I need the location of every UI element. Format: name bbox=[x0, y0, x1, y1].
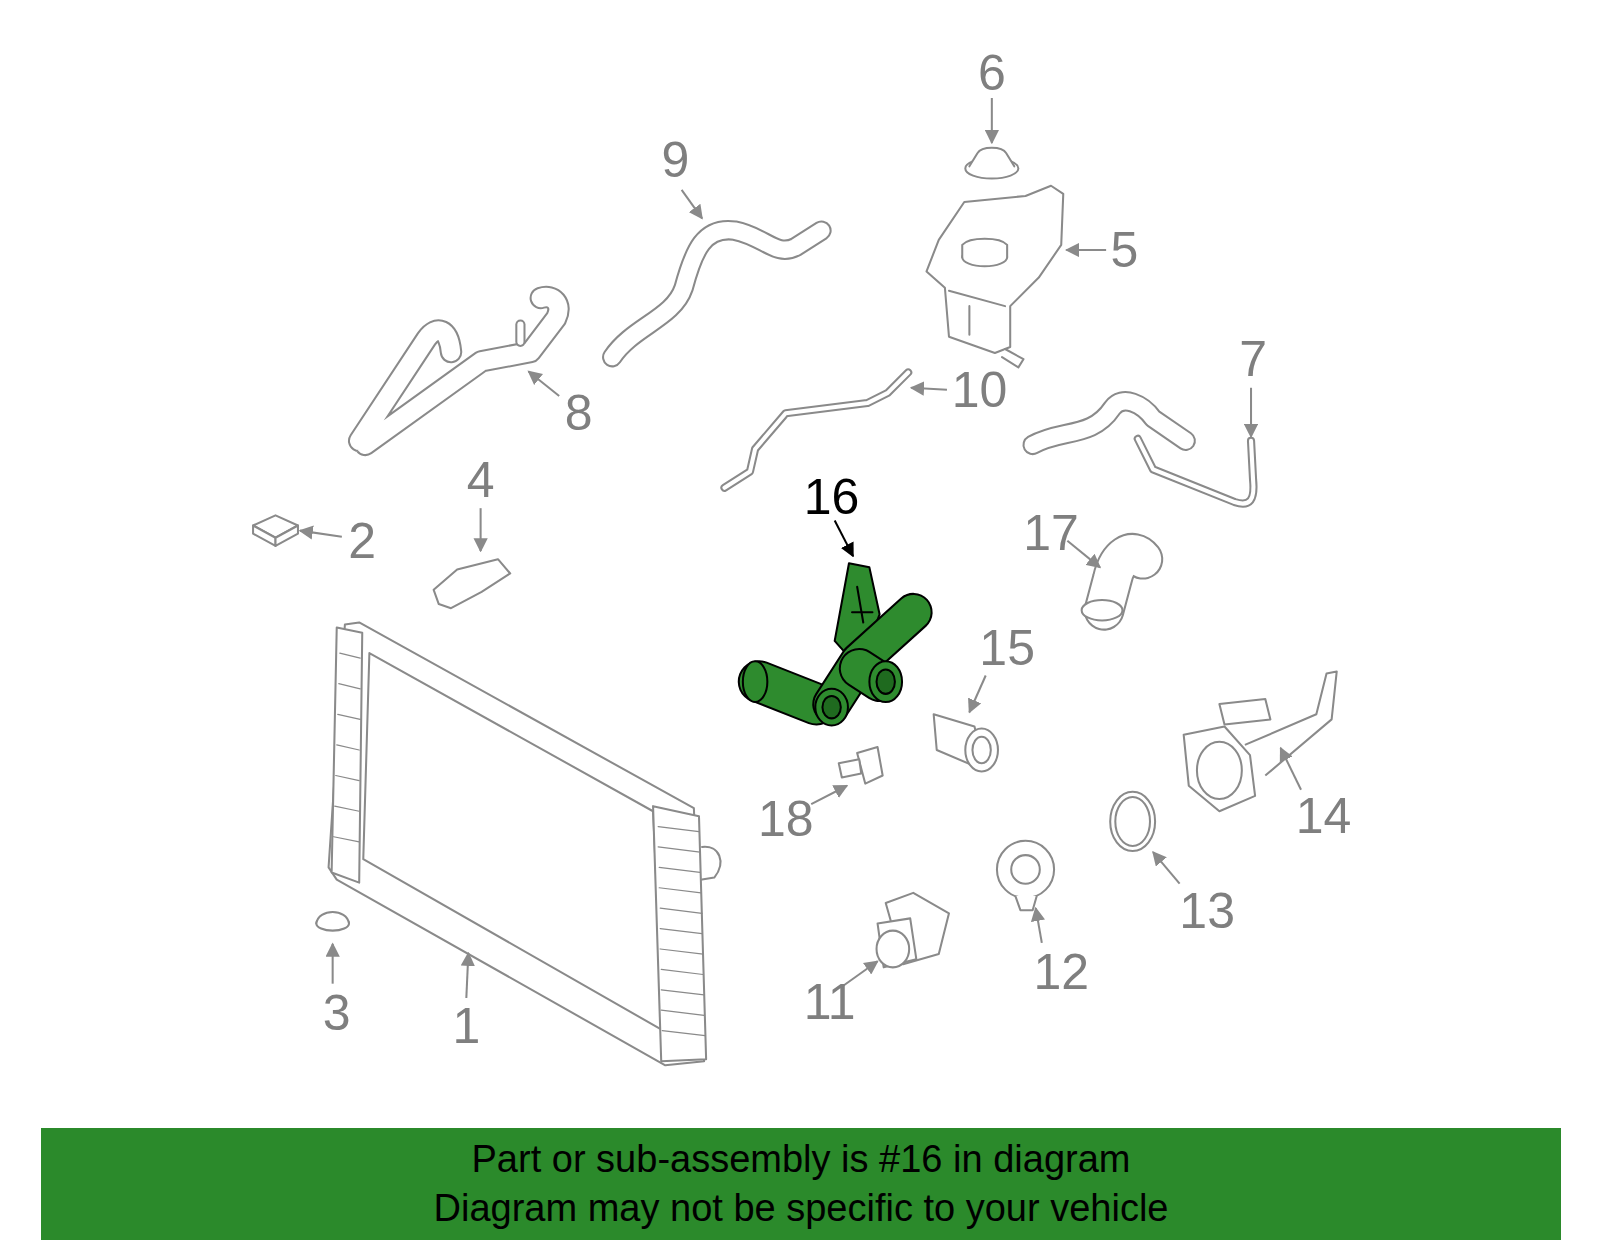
thermostat bbox=[997, 841, 1054, 910]
callout-number: 10 bbox=[952, 365, 1008, 415]
callout-number: 14 bbox=[1296, 791, 1352, 841]
gasket bbox=[1110, 792, 1155, 851]
callout-number: 5 bbox=[1111, 225, 1139, 275]
callout-number: 13 bbox=[1179, 886, 1235, 936]
hose bbox=[359, 297, 558, 445]
drain-plug bbox=[316, 912, 349, 931]
tube bbox=[724, 372, 908, 487]
banner-text: Part or sub-assembly is #16 in diagram bbox=[472, 1135, 1131, 1184]
callout-number: 3 bbox=[323, 988, 351, 1038]
callout-number: 8 bbox=[565, 388, 593, 438]
callout-number: 2 bbox=[348, 516, 376, 566]
bracket bbox=[434, 559, 511, 608]
foam-pad bbox=[253, 515, 298, 546]
hose bbox=[612, 230, 821, 357]
callout-number: 16 bbox=[804, 472, 860, 522]
callout-number: 11 bbox=[804, 977, 856, 1027]
highlighted-coolant-pipe bbox=[743, 563, 913, 725]
callout-number: 7 bbox=[1239, 334, 1267, 384]
banner-text: Diagram may not be specific to your vehi… bbox=[434, 1184, 1169, 1233]
outlet-pipe bbox=[934, 714, 998, 771]
water-outlet bbox=[877, 893, 949, 967]
callout-number: 4 bbox=[467, 455, 495, 505]
callout-number: 18 bbox=[758, 794, 814, 844]
thermostat-housing bbox=[1184, 671, 1337, 811]
callout-number: 15 bbox=[979, 623, 1035, 673]
callout-number: 12 bbox=[1033, 947, 1089, 997]
callout-number: 17 bbox=[1023, 508, 1079, 558]
callout-number: 9 bbox=[662, 135, 690, 185]
reservoir-cap bbox=[965, 148, 1018, 179]
coolant-reservoir bbox=[927, 186, 1064, 368]
sensor bbox=[839, 747, 883, 784]
info-banner: Part or sub-assembly is #16 in diagramDi… bbox=[41, 1128, 1561, 1240]
callout-number: 6 bbox=[978, 48, 1006, 98]
radiator bbox=[329, 622, 721, 1065]
leader-lines bbox=[300, 98, 1301, 998]
callout-number: 1 bbox=[452, 1001, 480, 1051]
hose bbox=[1033, 401, 1254, 503]
